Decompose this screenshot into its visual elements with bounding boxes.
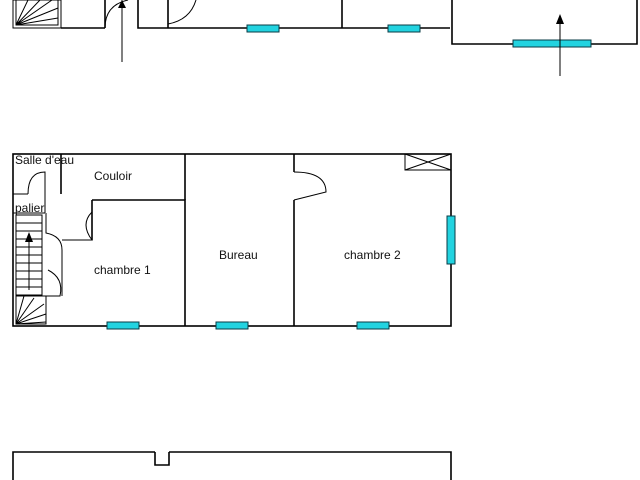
label-palier: palier	[15, 201, 44, 215]
door-arc-top	[167, 0, 197, 25]
chimney-notch	[154, 452, 170, 466]
spiral-stair-middle	[15, 295, 47, 325]
window-top-3	[512, 39, 592, 48]
bureau-door-arc	[293, 171, 327, 201]
palier-door-arc	[45, 213, 63, 251]
window-chambre2	[356, 321, 390, 330]
window-chambre1	[106, 321, 140, 330]
label-bureau: Bureau	[219, 248, 258, 262]
first-floor-plan: Salle d'eau Couloir palier chambre 1 Bur…	[12, 153, 456, 330]
stair-door-arc	[46, 269, 62, 297]
window-bureau	[215, 321, 249, 330]
vent-box	[404, 153, 452, 171]
stair-flight	[15, 214, 43, 296]
window-top-1	[246, 24, 280, 33]
window-top-2	[387, 24, 421, 33]
label-chambre1: chambre 1	[94, 263, 151, 277]
ground-floor-plan	[12, 0, 638, 76]
label-couloir: Couloir	[94, 169, 132, 183]
chambre1-door-arc	[62, 211, 93, 241]
entrance-arrow-head	[118, 0, 126, 8]
salle-deau-door-arc	[27, 171, 46, 213]
label-salle-deau: Salle d'eau	[15, 153, 74, 167]
annex-arrow-head	[556, 14, 564, 24]
label-chambre2: chambre 2	[344, 248, 401, 262]
entrance-door-arc	[104, 0, 129, 29]
attic-plan	[12, 451, 452, 480]
window-chambre2-side	[446, 215, 456, 265]
spiral-stair-top	[12, 0, 62, 29]
